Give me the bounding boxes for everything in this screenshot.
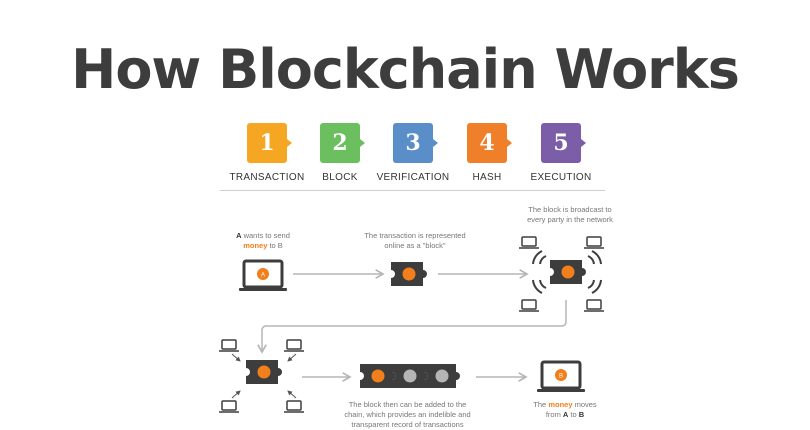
- step-3-label: VERIFICATION: [376, 172, 450, 183]
- network-laptop-icons-2: [219, 339, 304, 413]
- step-2-badge: 2: [320, 123, 365, 163]
- step-4-label: HASH: [472, 172, 502, 183]
- steps-row: 1 TRANSACTION 2 BLOCK 3 VERIFICATION 4 H…: [0, 0, 810, 190]
- verification-pointer-arrows: [231, 353, 297, 399]
- network-laptop-icons-1: [519, 236, 604, 312]
- page-title: How Blockchain Works: [71, 38, 740, 101]
- step-2-label: BLOCK: [322, 172, 358, 183]
- laptop-sender-icon: A: [239, 259, 287, 291]
- step-5-label: EXECUTION: [530, 172, 592, 183]
- step-1-badge: 1: [247, 123, 292, 163]
- laptop-receiver-letter: B: [559, 374, 563, 380]
- step-5-badge: 5: [541, 123, 586, 163]
- divider: [220, 190, 605, 191]
- step-3-badge: 3: [393, 123, 438, 163]
- caption-moves: The money moves from A to B: [533, 400, 597, 419]
- block-icon: [391, 262, 427, 286]
- caption-send: A wants to send money to B: [236, 231, 290, 250]
- verification-block-icon: [246, 360, 282, 384]
- laptop-receiver-icon: B: [537, 360, 585, 392]
- block-chain-icon: [360, 364, 460, 388]
- broadcast-block-icon: [532, 250, 602, 294]
- step-1-label: TRANSACTION: [229, 172, 305, 183]
- step-4-badge: 4: [467, 123, 512, 163]
- arrow-connector: [257, 300, 567, 354]
- laptop-sender-letter: A: [261, 273, 265, 279]
